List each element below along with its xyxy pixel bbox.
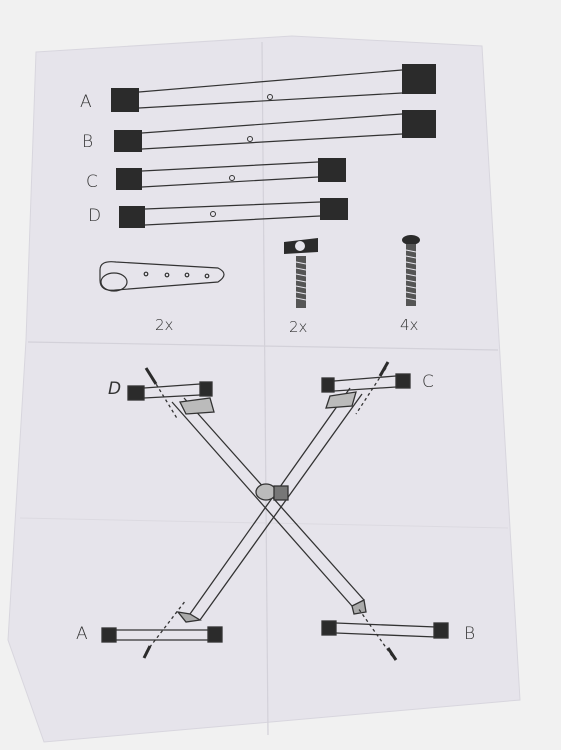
fold-line-horizontal <box>27 341 499 351</box>
assembly-label-b: B <box>464 624 476 644</box>
strap-quantity: 2x <box>155 316 174 334</box>
tube-label-c: C <box>86 172 98 192</box>
assembly-screws <box>142 361 398 661</box>
assembly-label-d: D <box>108 379 122 399</box>
tube-a <box>111 64 436 112</box>
long-screw <box>402 235 420 306</box>
tube-label-d: D <box>88 206 102 226</box>
long-screw-quantity: 4x <box>400 316 419 334</box>
tube-d <box>119 198 348 228</box>
knob-screw <box>284 238 318 308</box>
assembly-label-a: A <box>76 624 88 644</box>
strap-bracket <box>99 261 225 292</box>
fold-line-vertical <box>261 41 269 736</box>
fold-line-lower <box>19 517 509 529</box>
assembly-label-c: C <box>422 372 434 392</box>
tube-b <box>114 110 436 152</box>
tube-label-a: A <box>80 92 92 112</box>
knob-screw-quantity: 2x <box>289 318 308 336</box>
tube-label-b: B <box>82 132 94 152</box>
tube-c <box>116 158 346 190</box>
assembly-diagram <box>101 367 449 657</box>
